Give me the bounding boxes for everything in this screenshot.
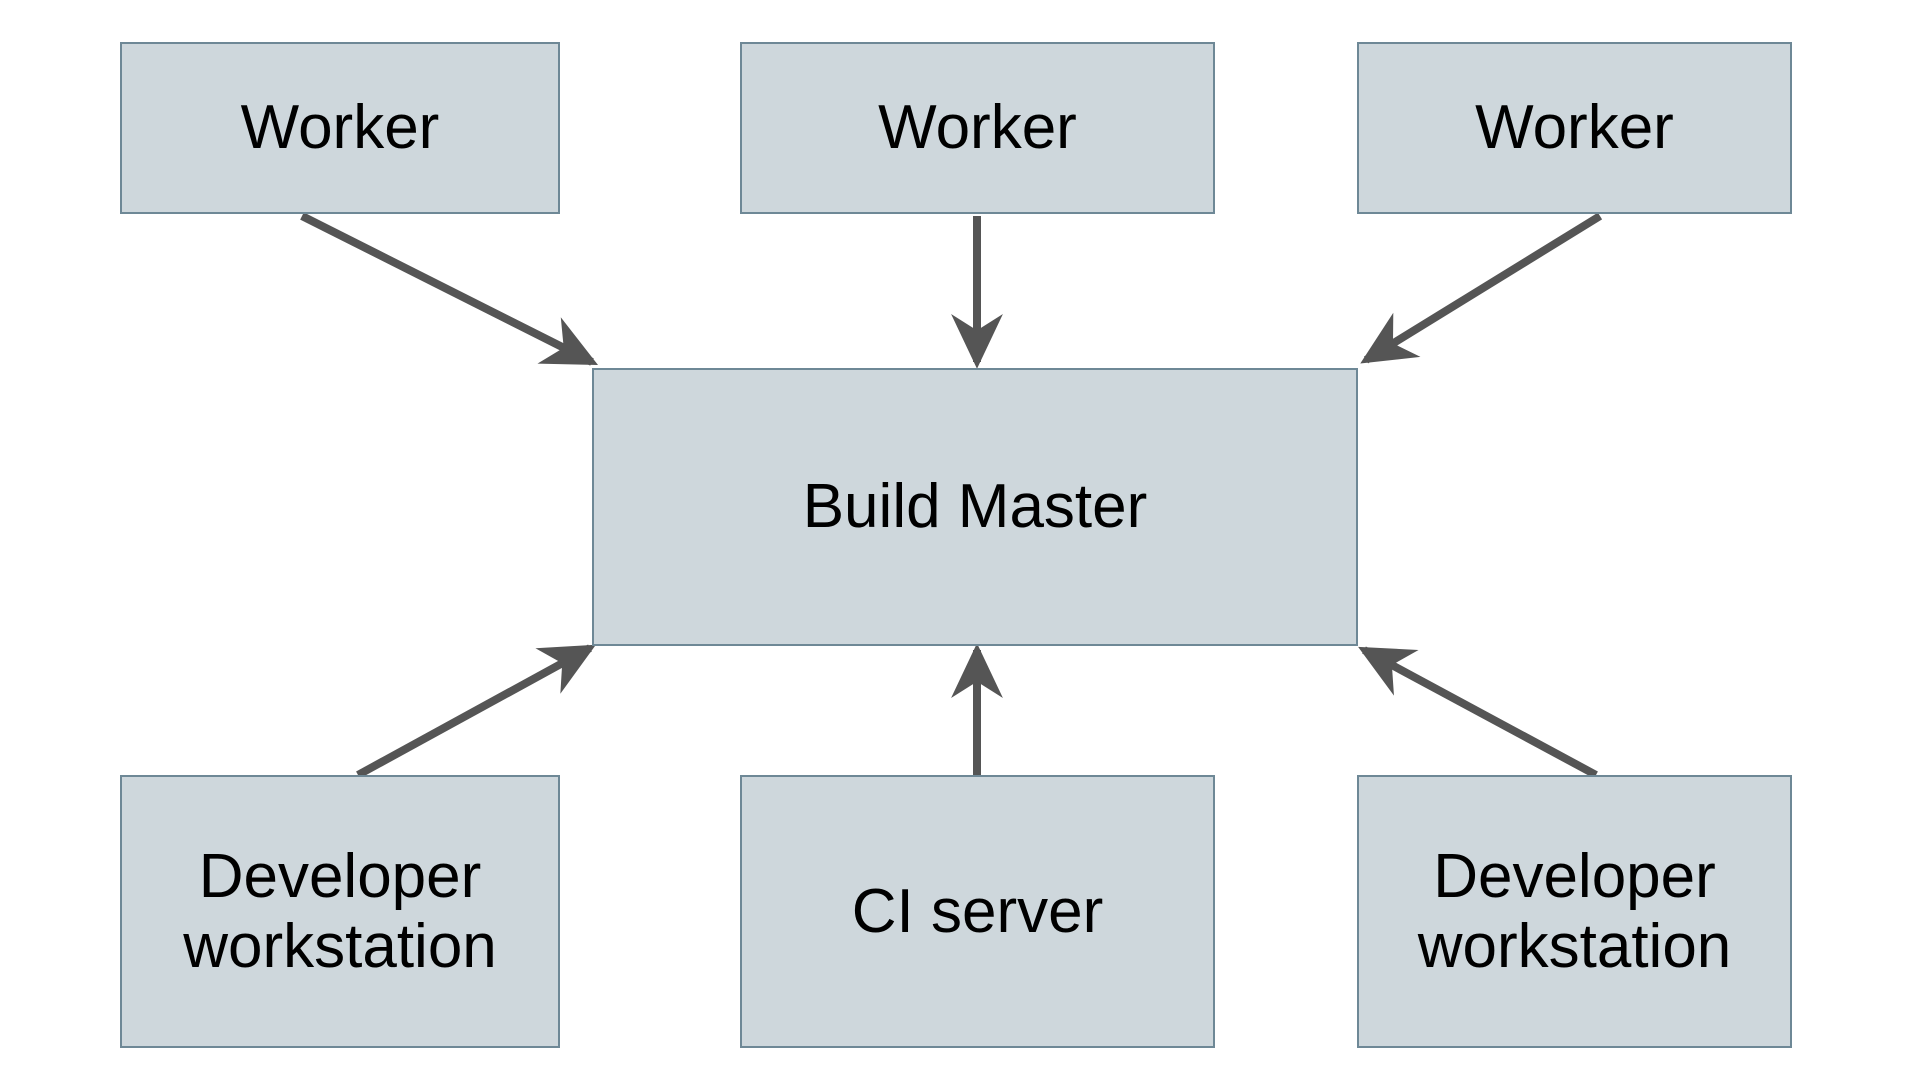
- edge-worker-3-to-build-master: [1360, 212, 1603, 364]
- node-developer-workstation-left[interactable]: Developer workstation: [120, 775, 560, 1048]
- node-worker-3[interactable]: Worker: [1357, 42, 1792, 214]
- node-worker-1-label: Worker: [240, 93, 440, 163]
- node-developer-workstation-right[interactable]: Developer workstation: [1357, 775, 1792, 1048]
- node-worker-3-label: Worker: [1475, 93, 1674, 163]
- edge-dev-workstation-2-to-build-master: [1358, 646, 1598, 779]
- node-build-master-label: Build Master: [802, 472, 1148, 542]
- node-worker-1[interactable]: Worker: [120, 42, 560, 214]
- node-worker-2-label: Worker: [878, 93, 1077, 163]
- edge-dev-workstation-1-to-build-master: [356, 644, 596, 779]
- node-ci-server[interactable]: CI server: [740, 775, 1215, 1048]
- node-developer-workstation-left-label: Developer workstation: [183, 842, 497, 981]
- node-build-master[interactable]: Build Master: [592, 368, 1358, 646]
- node-developer-workstation-right-label: Developer workstation: [1417, 842, 1732, 981]
- edge-worker-1-to-build-master: [300, 212, 599, 366]
- node-worker-2[interactable]: Worker: [740, 42, 1215, 214]
- node-ci-server-label: CI server: [851, 876, 1104, 946]
